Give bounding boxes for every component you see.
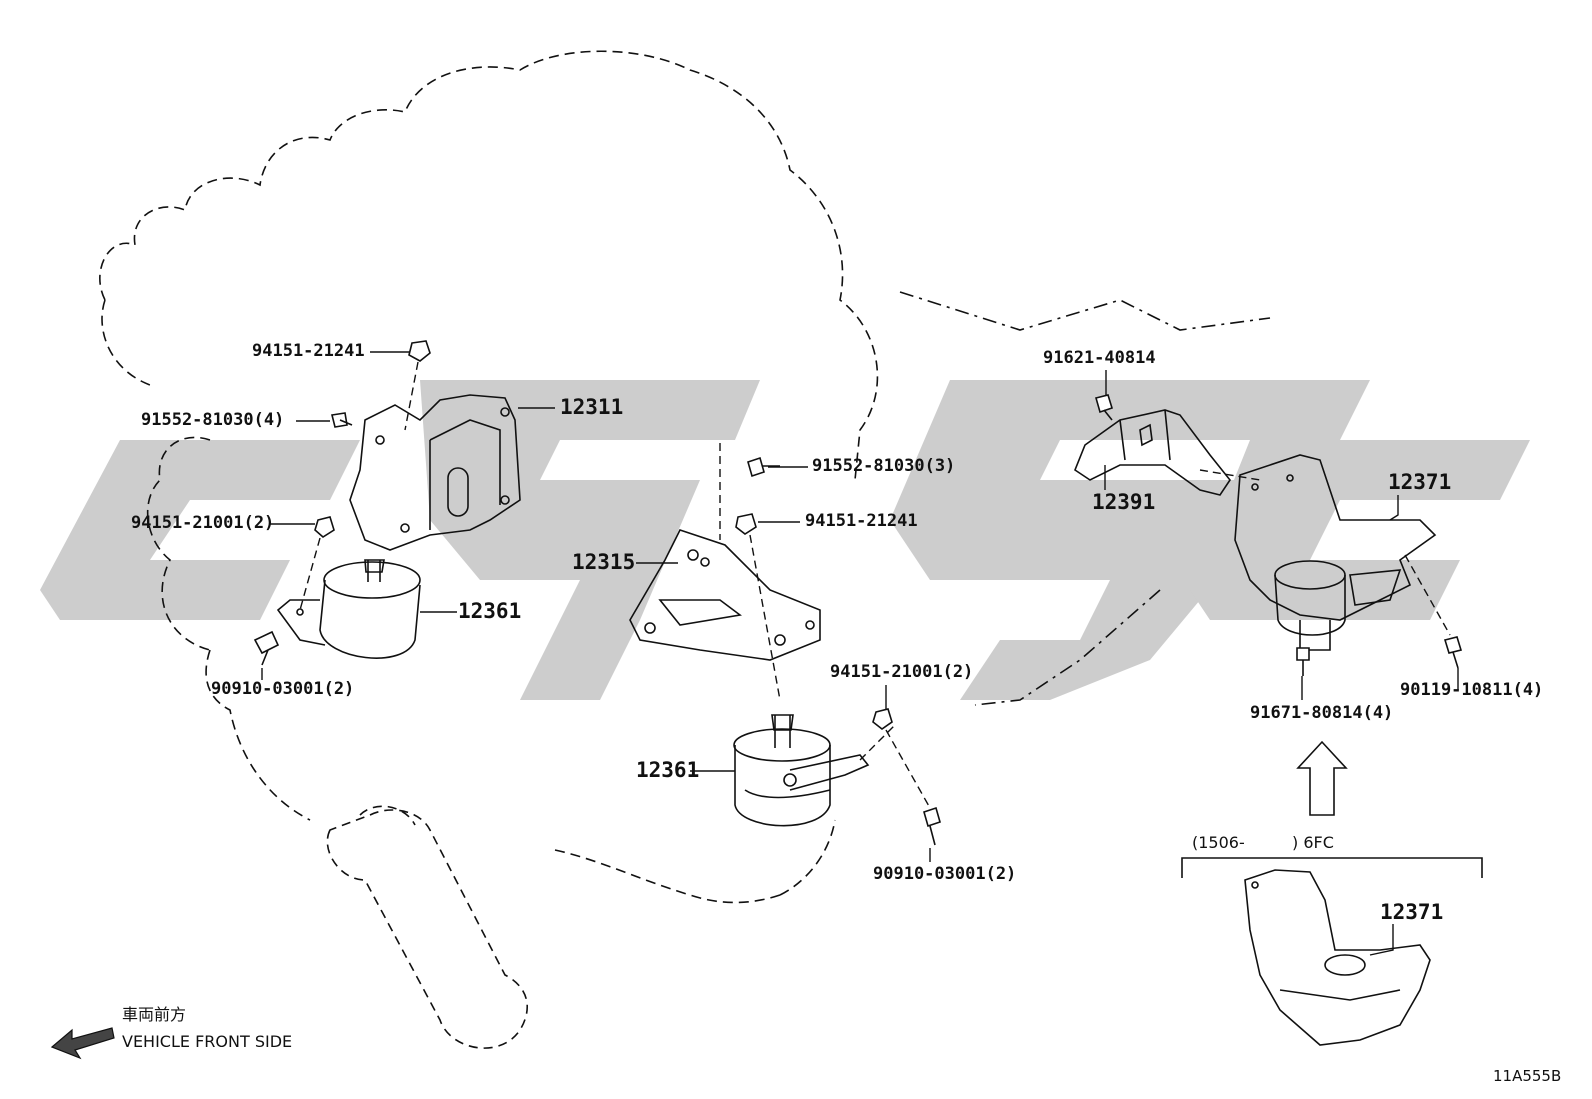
illustration-code: 11A555B (1493, 1067, 1562, 1085)
bracket-12315 (629, 529, 821, 661)
vehicle-front-english: VEHICLE FRONT SIDE (122, 1032, 293, 1051)
part-label-12361: 12361 (458, 599, 522, 623)
engine-mount-12371-inset (1244, 869, 1431, 1046)
part-label-12371: 12371 (1380, 900, 1444, 924)
part-label-94151-21241: 94151-21241 (805, 511, 918, 531)
bolt-icon (331, 412, 348, 428)
applicability-bracket (1181, 857, 1483, 878)
assembly-direction-arrow (1296, 740, 1348, 816)
bolt-icon (253, 630, 280, 655)
part-label-91621-40814: 91621-40814 (1043, 348, 1156, 368)
vehicle-front-japanese: 車両前方 (122, 1005, 187, 1024)
part-label-91552-81030-4: 91552-81030(4) (141, 410, 285, 430)
nut-icon (872, 708, 893, 730)
engine-phantom-outline (99, 50, 879, 481)
part-label-12315: 12315 (572, 550, 636, 574)
part-label-12391: 12391 (1092, 490, 1156, 514)
bracket-12391 (1074, 409, 1231, 496)
bolt-icon (1443, 636, 1463, 654)
part-label-94151-21241: 94151-21241 (252, 341, 365, 361)
bolt-icon (923, 806, 941, 828)
part-label-12361: 12361 (636, 758, 700, 782)
engine-mount-12361-center (733, 714, 870, 827)
part-label-94151-21001-2: 94151-21001(2) (830, 662, 974, 682)
bolt-icon (747, 456, 765, 478)
vehicle-front-arrow (50, 1027, 115, 1060)
part-label-91552-81030-3: 91552-81030(3) (812, 456, 956, 476)
vehicle-body-outline (899, 291, 1271, 331)
part-label-90910-03001-2: 90910-03001(2) (211, 679, 355, 699)
engine-mount-12361-left (276, 559, 421, 659)
bolt-icon (1296, 647, 1310, 661)
bolt-icon (1095, 394, 1113, 414)
part-label-90119-10811-4: 90119-10811(4) (1400, 680, 1544, 700)
bracket-12311 (349, 394, 521, 551)
nut-icon (314, 516, 335, 538)
exhaust-pipe-outline (326, 809, 529, 1049)
part-label-12371: 12371 (1388, 470, 1452, 494)
applicability-model: ) 6FC (1292, 833, 1334, 852)
nut-icon (735, 513, 757, 535)
part-label-90910-03001-2: 90910-03001(2) (873, 864, 1017, 884)
nut-icon (408, 340, 431, 362)
part-label-91671-80814-4: 91671-80814(4) (1250, 703, 1394, 723)
engine-mount-12371-upper (1234, 454, 1437, 651)
part-label-12311: 12311 (560, 395, 624, 419)
applicability-start: (1506- (1192, 833, 1245, 852)
part-label-94151-21001-2: 94151-21001(2) (131, 513, 275, 533)
